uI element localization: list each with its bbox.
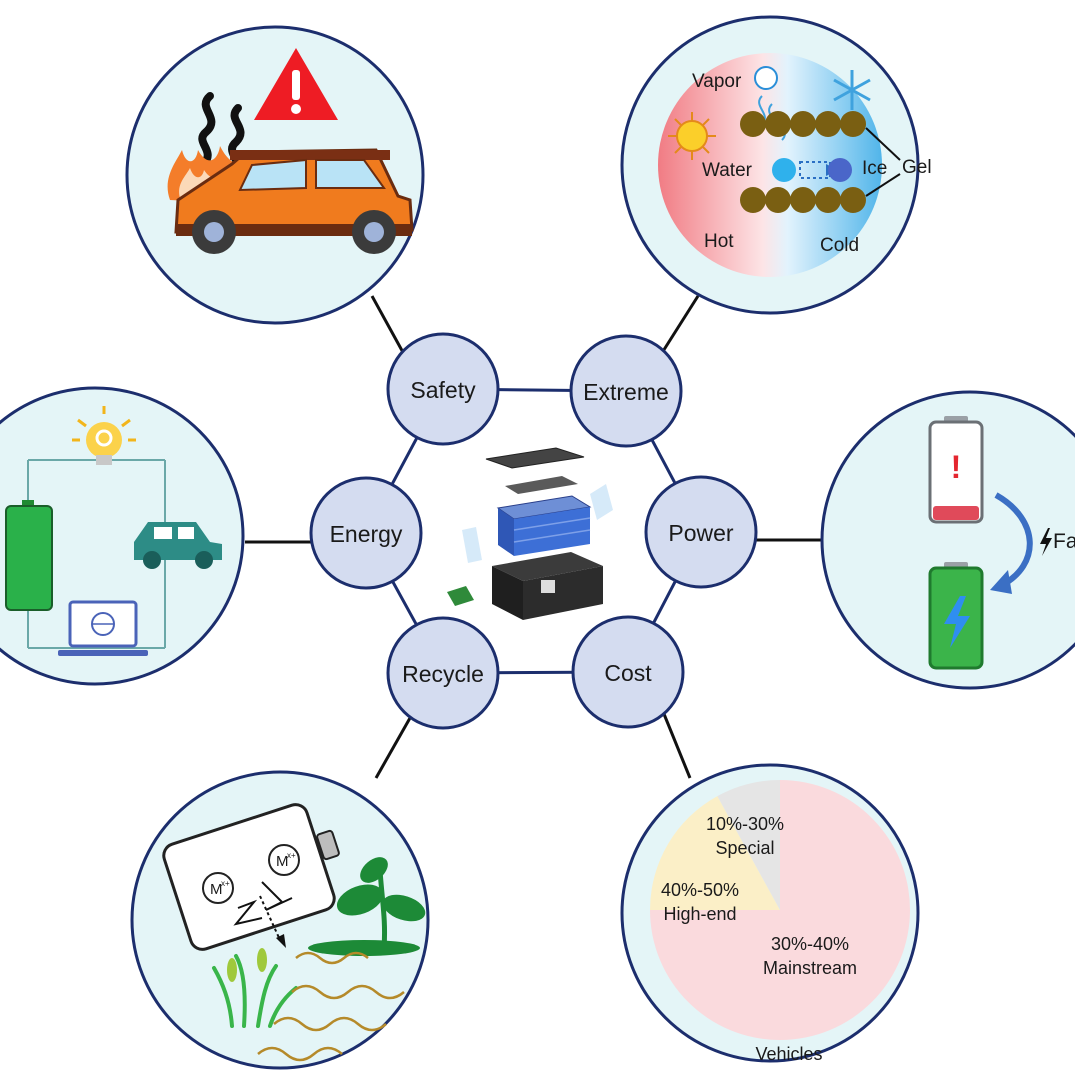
ice-molecule xyxy=(828,158,852,182)
water-molecule xyxy=(772,158,796,182)
pie-footer-label: Vehicles xyxy=(755,1044,822,1064)
ice-label: Ice xyxy=(862,158,887,179)
car-icon-teal xyxy=(134,522,222,569)
cost-panel: 30%-40% Mainstream 40%-50% High-end 10%-30% S… xyxy=(620,763,920,1064)
pie-label-name: Special xyxy=(715,838,774,858)
low-battery-exclaim: ! xyxy=(951,449,962,485)
gel-label: Gel xyxy=(902,157,932,178)
battery-green-icon xyxy=(5,500,53,611)
battery-low-icon: ! xyxy=(928,416,984,524)
grass-icon xyxy=(212,948,298,1028)
cold-label: Cold xyxy=(820,235,859,256)
power-panel: ! Fa xyxy=(820,390,1075,690)
svg-text:x+: x+ xyxy=(221,879,230,888)
pie-label-range: 30%-40% xyxy=(771,934,849,954)
hub-node-label: Cost xyxy=(604,660,652,686)
hub-node-label: Energy xyxy=(330,521,403,547)
extreme-panel: Vapor Water Ice Gel Hot Cold xyxy=(620,15,932,315)
water-label: Water xyxy=(702,160,753,181)
svg-text:M: M xyxy=(210,881,223,898)
pie-label-name: High-end xyxy=(663,904,736,924)
laptop-icon xyxy=(58,600,148,656)
lightning-icon xyxy=(1040,528,1052,556)
plant-icon xyxy=(308,857,426,956)
hub-node-label: Recycle xyxy=(402,661,484,687)
gel-chain-top xyxy=(740,111,866,137)
vapor-molecule xyxy=(754,66,778,90)
metal-ion-icon: M x+ xyxy=(202,872,234,904)
metal-ion-icon: M x+ xyxy=(268,844,300,876)
hub-node-power[interactable]: Power xyxy=(644,475,758,589)
lightbulb-icon xyxy=(72,406,136,465)
hub-node-cost[interactable]: Cost xyxy=(571,615,685,729)
svg-text:M: M xyxy=(276,853,289,870)
safety-panel xyxy=(125,25,425,325)
energy-panel xyxy=(0,386,245,686)
hub-node-energy[interactable]: Energy xyxy=(309,476,423,590)
soil-waves xyxy=(257,951,405,1062)
crack-icon xyxy=(261,881,293,911)
recycle-panel: M x+ M x+ xyxy=(130,770,430,1070)
pie-label-range: 40%-50% xyxy=(661,880,739,900)
hub-node-label: Extreme xyxy=(583,379,669,405)
svg-text:x+: x+ xyxy=(287,851,296,860)
hub-node-recycle[interactable]: Recycle xyxy=(386,616,500,730)
hub-node-safety[interactable]: Safety xyxy=(386,332,500,446)
hub-node-label: Safety xyxy=(410,377,476,403)
charge-arrow-icon xyxy=(994,492,1033,588)
pie-label-name: Mainstream xyxy=(763,958,857,978)
battery-full-icon xyxy=(928,562,984,670)
vapor-label: Vapor xyxy=(692,71,742,92)
snowflake-icon xyxy=(833,70,871,110)
car-icon xyxy=(174,148,414,254)
pie-slice-high-end xyxy=(650,796,780,910)
battery-outline-icon xyxy=(162,803,340,951)
battery-pack-illustration xyxy=(447,432,625,628)
hub-node-extreme[interactable]: Extreme xyxy=(569,334,683,448)
pie-slice-special xyxy=(717,780,780,910)
pie-chart: 30%-40% Mainstream 40%-50% High-end 10%-30% S… xyxy=(650,780,910,1040)
connector-lines xyxy=(245,295,826,779)
fast-label: Fa xyxy=(1053,530,1075,553)
crack-icon xyxy=(233,899,263,926)
warning-icon xyxy=(254,48,338,120)
sun-icon xyxy=(668,112,716,160)
gel-chain-bottom xyxy=(740,187,866,213)
hot-label: Hot xyxy=(704,231,734,252)
pie-label-range: 10%-30% xyxy=(706,814,784,834)
hub-node-label: Power xyxy=(668,520,734,546)
